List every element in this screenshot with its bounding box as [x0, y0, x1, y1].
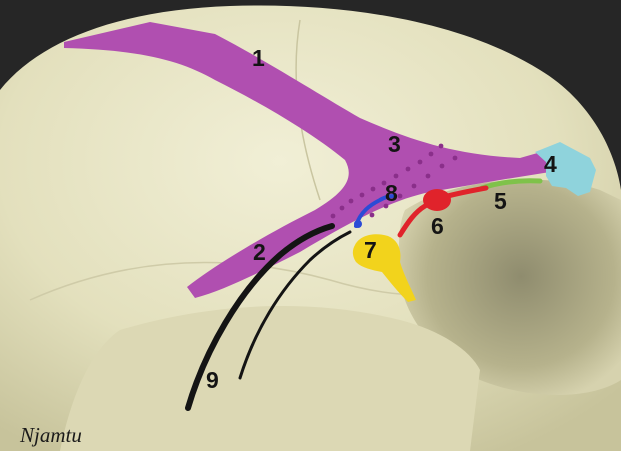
label-8: 8 — [385, 180, 398, 206]
artist-signature: Njamtu — [19, 423, 82, 447]
label-4: 4 — [544, 151, 557, 177]
label-7: 7 — [364, 237, 377, 263]
label-2: 2 — [253, 239, 266, 265]
red-vessel-node — [423, 189, 451, 211]
label-9: 9 — [206, 367, 219, 393]
label-3: 3 — [388, 131, 401, 157]
blue-vessel-node — [354, 220, 362, 228]
label-5: 5 — [494, 188, 507, 214]
label-6: 6 — [431, 213, 444, 239]
label-1: 1 — [252, 45, 265, 71]
